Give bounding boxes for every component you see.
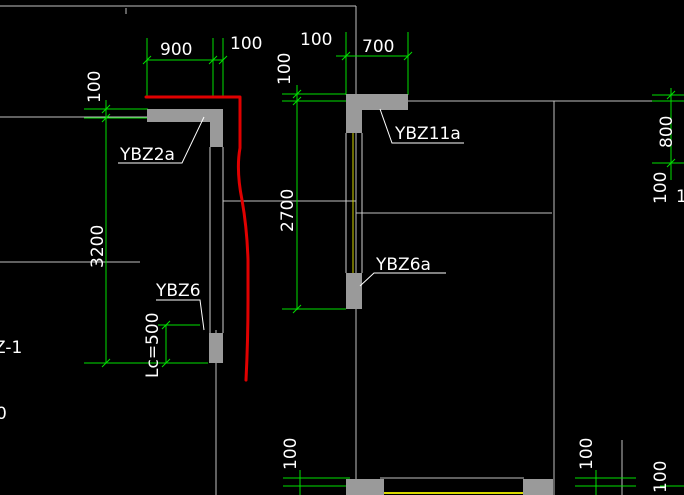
grid-lines xyxy=(0,5,684,495)
dimension-lines xyxy=(84,32,684,495)
dim-100-bottom-right: 100 xyxy=(651,461,671,493)
label-ybz6a: YBZ6a xyxy=(375,255,431,275)
dim-800: 800 xyxy=(657,116,677,148)
dim-100-mid-vert: 100 xyxy=(275,53,295,85)
dim-lc500: Lc=500 xyxy=(143,312,163,378)
dim-3200: 3200 xyxy=(88,225,108,268)
dim-700: 700 xyxy=(362,37,394,57)
label-ybz2a: YBZ2a xyxy=(119,145,175,165)
dim-900: 900 xyxy=(160,40,192,60)
label-ybz11a: YBZ11a xyxy=(394,124,461,144)
column-ybz2a xyxy=(147,109,223,147)
red-markup xyxy=(144,95,250,382)
wall-outlines xyxy=(209,133,363,333)
dim-100-right: 100 xyxy=(651,172,671,204)
label-ybz6: YBZ6 xyxy=(155,281,201,301)
label-partial-left2: 0 xyxy=(0,404,7,424)
column-ybz6a xyxy=(346,273,362,309)
leader-lines xyxy=(118,108,464,331)
column-ybz6 xyxy=(209,333,223,363)
walls xyxy=(147,94,553,495)
column-bottom-1 xyxy=(346,479,384,495)
dim-100-left-vert: 100 xyxy=(85,71,105,103)
column-bottom-2 xyxy=(523,479,553,495)
column-ybz11a xyxy=(346,94,408,133)
dim-100-top-left: 100 xyxy=(230,34,262,54)
dim-100-bottom-left: 100 xyxy=(281,438,301,470)
dim-2700: 2700 xyxy=(278,189,298,232)
dim-100-bottom-mid: 100 xyxy=(577,438,597,470)
dim-100-top-mid: 100 xyxy=(300,30,332,50)
label-partial-right: 1 xyxy=(676,187,684,207)
label-partial-left: Z-1 xyxy=(0,338,22,358)
